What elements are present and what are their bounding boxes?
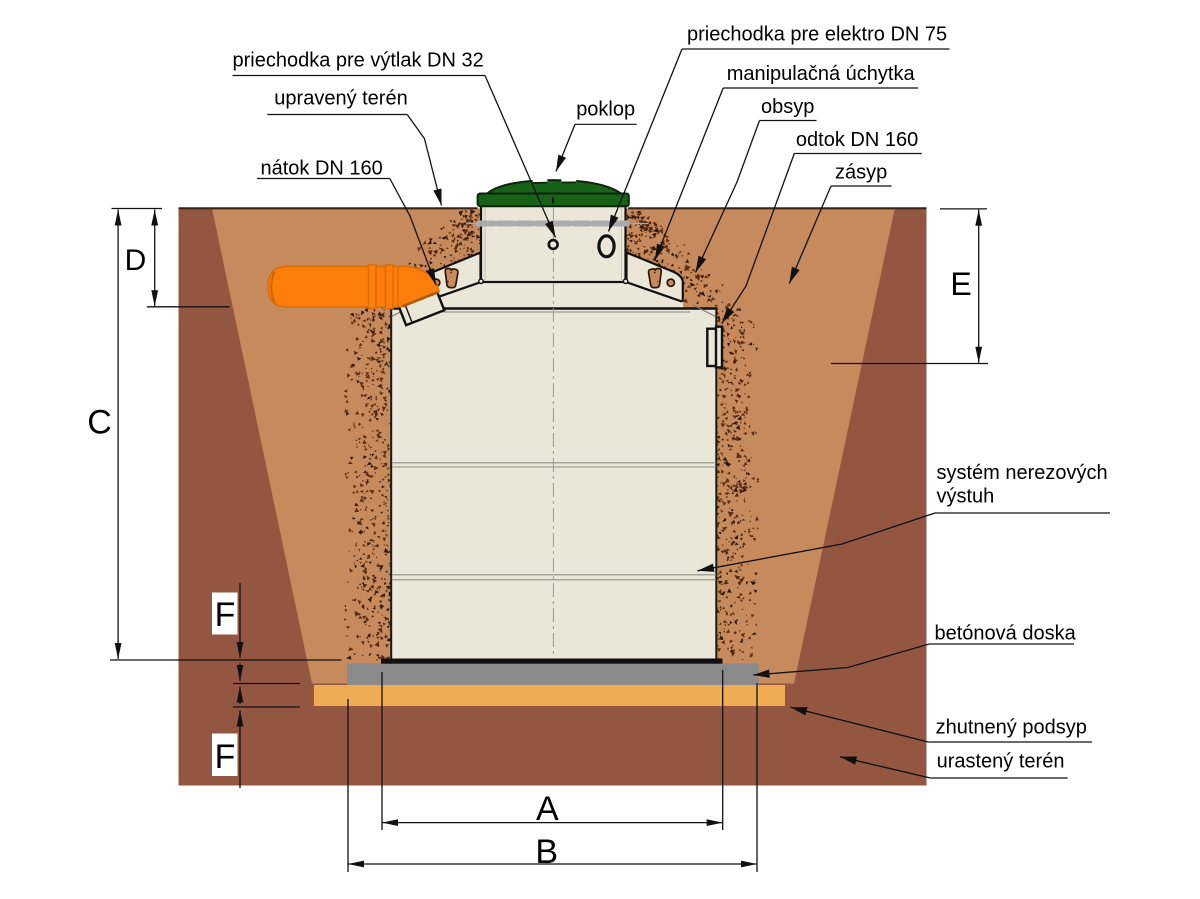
svg-text:upravený terén: upravený terén [274,88,407,110]
svg-text:systém nerezových: systém nerezových [937,462,1108,484]
svg-text:F: F [215,596,236,634]
svg-text:manipulačná úchytka: manipulačná úchytka [727,63,916,85]
svg-text:F: F [215,738,236,776]
svg-text:C: C [87,404,112,442]
svg-text:zhutnený podsyp: zhutnený podsyp [936,717,1087,739]
svg-text:B: B [535,833,558,871]
svg-text:nátok DN 160: nátok DN 160 [261,158,383,180]
svg-text:urastený terén: urastený terén [937,751,1065,773]
svg-text:priechodka pre elektro DN 75: priechodka pre elektro DN 75 [687,24,947,46]
svg-text:zásyp: zásyp [835,161,887,183]
svg-text:poklop: poklop [576,98,635,120]
svg-text:betónová doska: betónová doska [935,623,1077,645]
svg-text:obsyp: obsyp [761,96,814,118]
svg-text:D: D [125,244,147,277]
svg-text:priechodka pre výtlak DN 32: priechodka pre výtlak DN 32 [233,50,484,72]
svg-text:odtok DN 160: odtok DN 160 [796,129,918,151]
svg-text:E: E [950,266,971,302]
svg-text:výstuh: výstuh [937,486,995,508]
svg-text:A: A [536,790,559,828]
